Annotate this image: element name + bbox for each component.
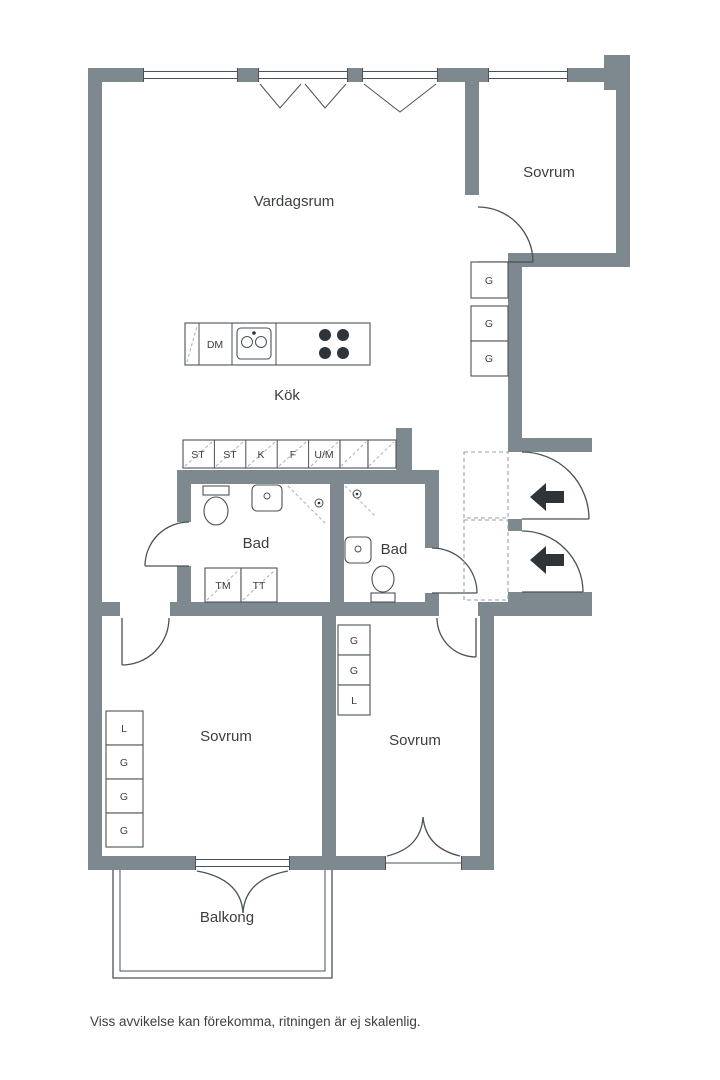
bathroom-west-fixtures <box>202 484 327 603</box>
laundry-machines <box>204 567 278 603</box>
label-kitchen-unit-5: U/M <box>314 449 333 461</box>
door-swing-bedroom-se <box>436 617 477 658</box>
label-layer: Vardagsrum Sovrum Kök Bad Bad Sovrum Sov… <box>90 164 575 1029</box>
room-label-kitchen: Kök <box>274 387 300 404</box>
label-wardrobe-sw-2: G <box>120 757 128 769</box>
door-swing-entry-1 <box>521 451 590 520</box>
room-label-bedroom-ne: Sovrum <box>523 164 575 181</box>
label-wardrobe-se-2: G <box>350 665 358 677</box>
door-swing-layer <box>121 206 590 914</box>
label-kitchen-unit-1: ST <box>191 449 205 461</box>
dashed-zone <box>463 519 509 601</box>
toilet-icon <box>370 565 396 603</box>
room-label-bedroom-se: Sovrum <box>389 732 441 749</box>
disclaimer-text: Viss avvikelse kan förekomma, ritningen … <box>90 1014 421 1029</box>
kitchen-units-row <box>182 439 397 469</box>
entry-arrow-icon <box>530 546 564 574</box>
window-swing-mark <box>304 83 347 109</box>
label-wardrobe-ne-2: G <box>485 318 493 330</box>
entry-layer <box>463 451 564 601</box>
window-swing-mark <box>259 83 302 109</box>
stove-icon <box>319 329 349 359</box>
bathroom-east-fixtures <box>344 485 396 603</box>
window-layer <box>143 68 568 870</box>
label-wardrobe-sw-3: G <box>120 791 128 803</box>
window-swing-mark <box>363 83 437 113</box>
wardrobes-sw <box>105 710 144 848</box>
shower-icon <box>287 485 327 525</box>
room-label-bathroom-e: Bad <box>381 541 408 558</box>
label-washer: TM <box>215 580 230 592</box>
label-kitchen-unit-4: F <box>290 449 296 461</box>
door-swing-bathroom-w <box>144 521 190 567</box>
room-label-bedroom-sw: Sovrum <box>200 728 252 745</box>
room-label-living-room: Vardagsrum <box>254 193 335 210</box>
label-wardrobe-sw-4: G <box>120 825 128 837</box>
door-swing-bedroom-sw <box>121 617 170 666</box>
label-kitchen-unit-2: ST <box>223 449 237 461</box>
kitchen-island <box>184 322 371 366</box>
label-wardrobe-ne-1: G <box>485 275 493 287</box>
wall-layer <box>88 55 630 870</box>
balcony-outline <box>112 870 333 979</box>
toilet-icon <box>202 485 230 526</box>
window <box>362 68 438 82</box>
window <box>258 68 348 82</box>
washbasin-icon <box>344 536 372 564</box>
door-swing-bathroom-e <box>431 547 478 594</box>
balcony-door-opening <box>195 856 290 870</box>
washbasin-icon <box>251 484 283 512</box>
label-wardrobe-ne-3: G <box>485 353 493 365</box>
window <box>143 68 238 82</box>
entry-arrow-icon <box>530 483 564 511</box>
room-label-balcony: Balkong <box>200 909 254 926</box>
door-swing-balcony <box>196 870 289 914</box>
label-wardrobe-se-3: L <box>351 695 357 707</box>
shower-icon <box>344 485 376 517</box>
window <box>488 68 568 82</box>
room-label-bathroom-w: Bad <box>243 535 270 552</box>
label-kitchen-unit-3: K <box>257 449 264 461</box>
dashed-zone <box>463 451 509 519</box>
wardrobes-se <box>337 624 371 716</box>
label-dryer: TT <box>253 580 266 592</box>
wardrobes-ne <box>470 261 509 377</box>
label-dishwasher: DM <box>207 339 223 351</box>
door-swing-french <box>386 816 461 857</box>
door-swing-entry-2 <box>521 530 584 593</box>
label-wardrobe-sw-1: L <box>121 723 127 735</box>
label-wardrobe-se-1: G <box>350 635 358 647</box>
kitchen-sink-icon <box>236 327 272 360</box>
